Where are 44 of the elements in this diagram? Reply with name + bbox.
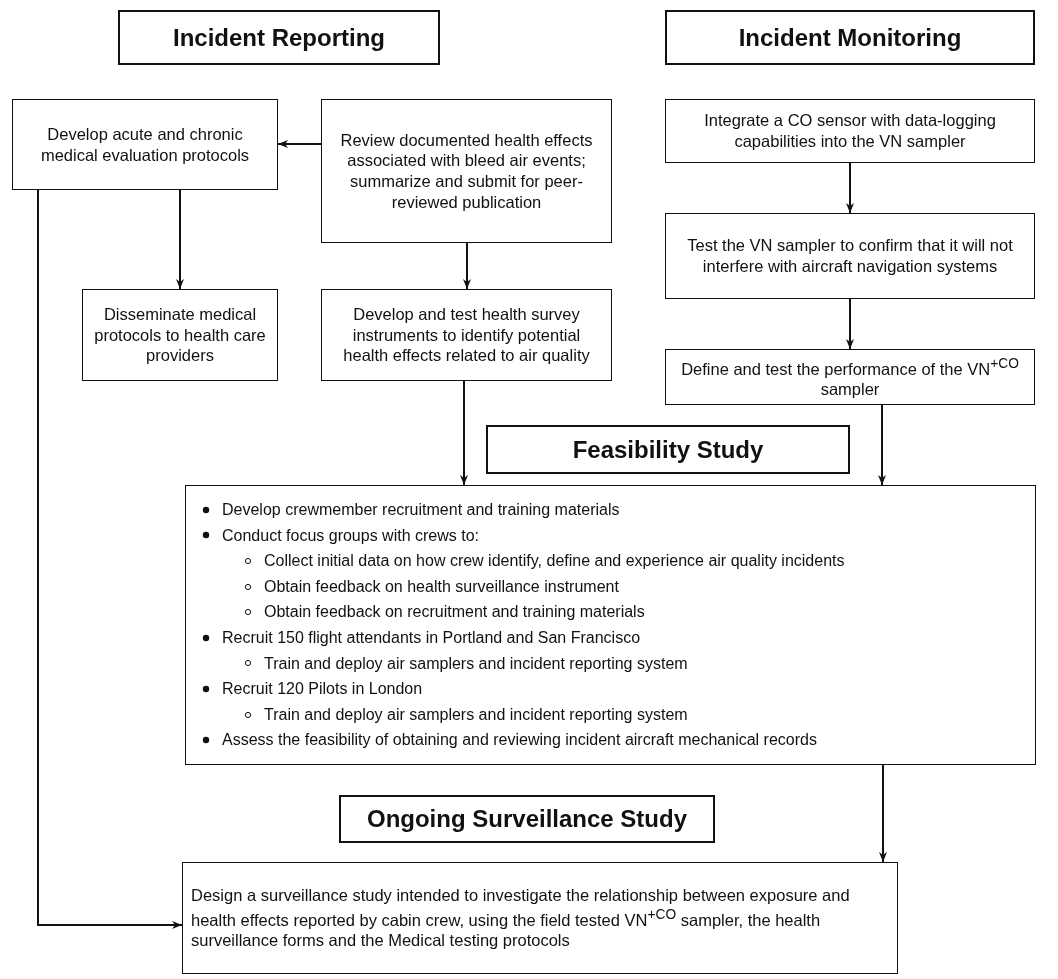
- arrow: [463, 242, 471, 290]
- arrow: [878, 404, 886, 486]
- list-item: Recruit 120 Pilots in London: [222, 679, 423, 700]
- section-heading: Incident Monitoring: [737, 22, 963, 53]
- arrow: [846, 162, 854, 214]
- list-item: Develop crewmember recruitment and training materials: [222, 500, 620, 521]
- section-heading: Ongoing Surveillance Study: [365, 804, 689, 834]
- list-item: Recruit 150 flight attendants in Portland and San Francisco: [222, 628, 641, 648]
- section-heading-box: [339, 795, 715, 843]
- section-heading-box: [486, 425, 850, 474]
- box-text: Design a surveillance study intended to investigate the relationship between exposure and health effects reported by cabin crew, using the field tested VN$^{+CO}$ sampler, the health surveillance forms and the Medical testing protocols: [190, 885, 851, 951]
- list-item: Obtain feedback on health surveillance instrument: [264, 576, 619, 597]
- process-box: [321, 289, 612, 381]
- box-text: Disseminate medical protocols to health care providers: [93, 304, 267, 366]
- list-item: Obtain feedback on recruitment and training materials: [264, 602, 645, 623]
- arrow: [277, 140, 322, 148]
- section-heading: Incident Reporting: [172, 22, 386, 53]
- arrow: [176, 189, 184, 290]
- process-box: [665, 349, 1035, 405]
- process-box: [12, 99, 278, 190]
- box-text: Define and test the performance of the VN$^{+CO}$ sampler: [680, 354, 1020, 400]
- list-item: Assess the feasibility of obtaining and reviewing incident aircraft mechanical records: [222, 730, 817, 751]
- process-box: [82, 289, 278, 381]
- section-heading-box: [118, 10, 440, 65]
- box-text: Review documented health effects associated with bleed air events; summarize and submit for peer-reviewed publication: [339, 129, 594, 213]
- list-item: Train and deploy air samplers and incident reporting system: [264, 704, 688, 725]
- process-box: [665, 99, 1035, 163]
- section-heading-box: [665, 10, 1035, 65]
- box-text: Develop and test health survey instruments to identify potential health effects related to air quality: [342, 304, 591, 366]
- box-text: Integrate a CO sensor with data-logging capabilities into the VN sampler: [703, 110, 997, 152]
- process-box: [321, 99, 612, 243]
- process-box: [182, 862, 898, 974]
- arrow: [846, 298, 854, 350]
- arrow: [460, 380, 468, 486]
- box-text: Develop acute and chronic medical evaluation protocols: [39, 123, 251, 166]
- list-item: Conduct focus groups with crews to:: [222, 525, 479, 546]
- process-box: [665, 213, 1035, 299]
- list-item: Train and deploy air samplers and incident reporting system: [264, 653, 688, 674]
- arrow: [879, 764, 887, 863]
- list-item: Collect initial data on how crew identify, define and experience air quality incidents: [264, 551, 845, 572]
- box-text: Test the VN sampler to confirm that it will not interfere with aircraft navigation systems: [686, 235, 1014, 277]
- section-heading: Feasibility Study: [571, 434, 765, 465]
- arrow: [37, 189, 183, 929]
- activity-list-box: [185, 485, 1036, 765]
